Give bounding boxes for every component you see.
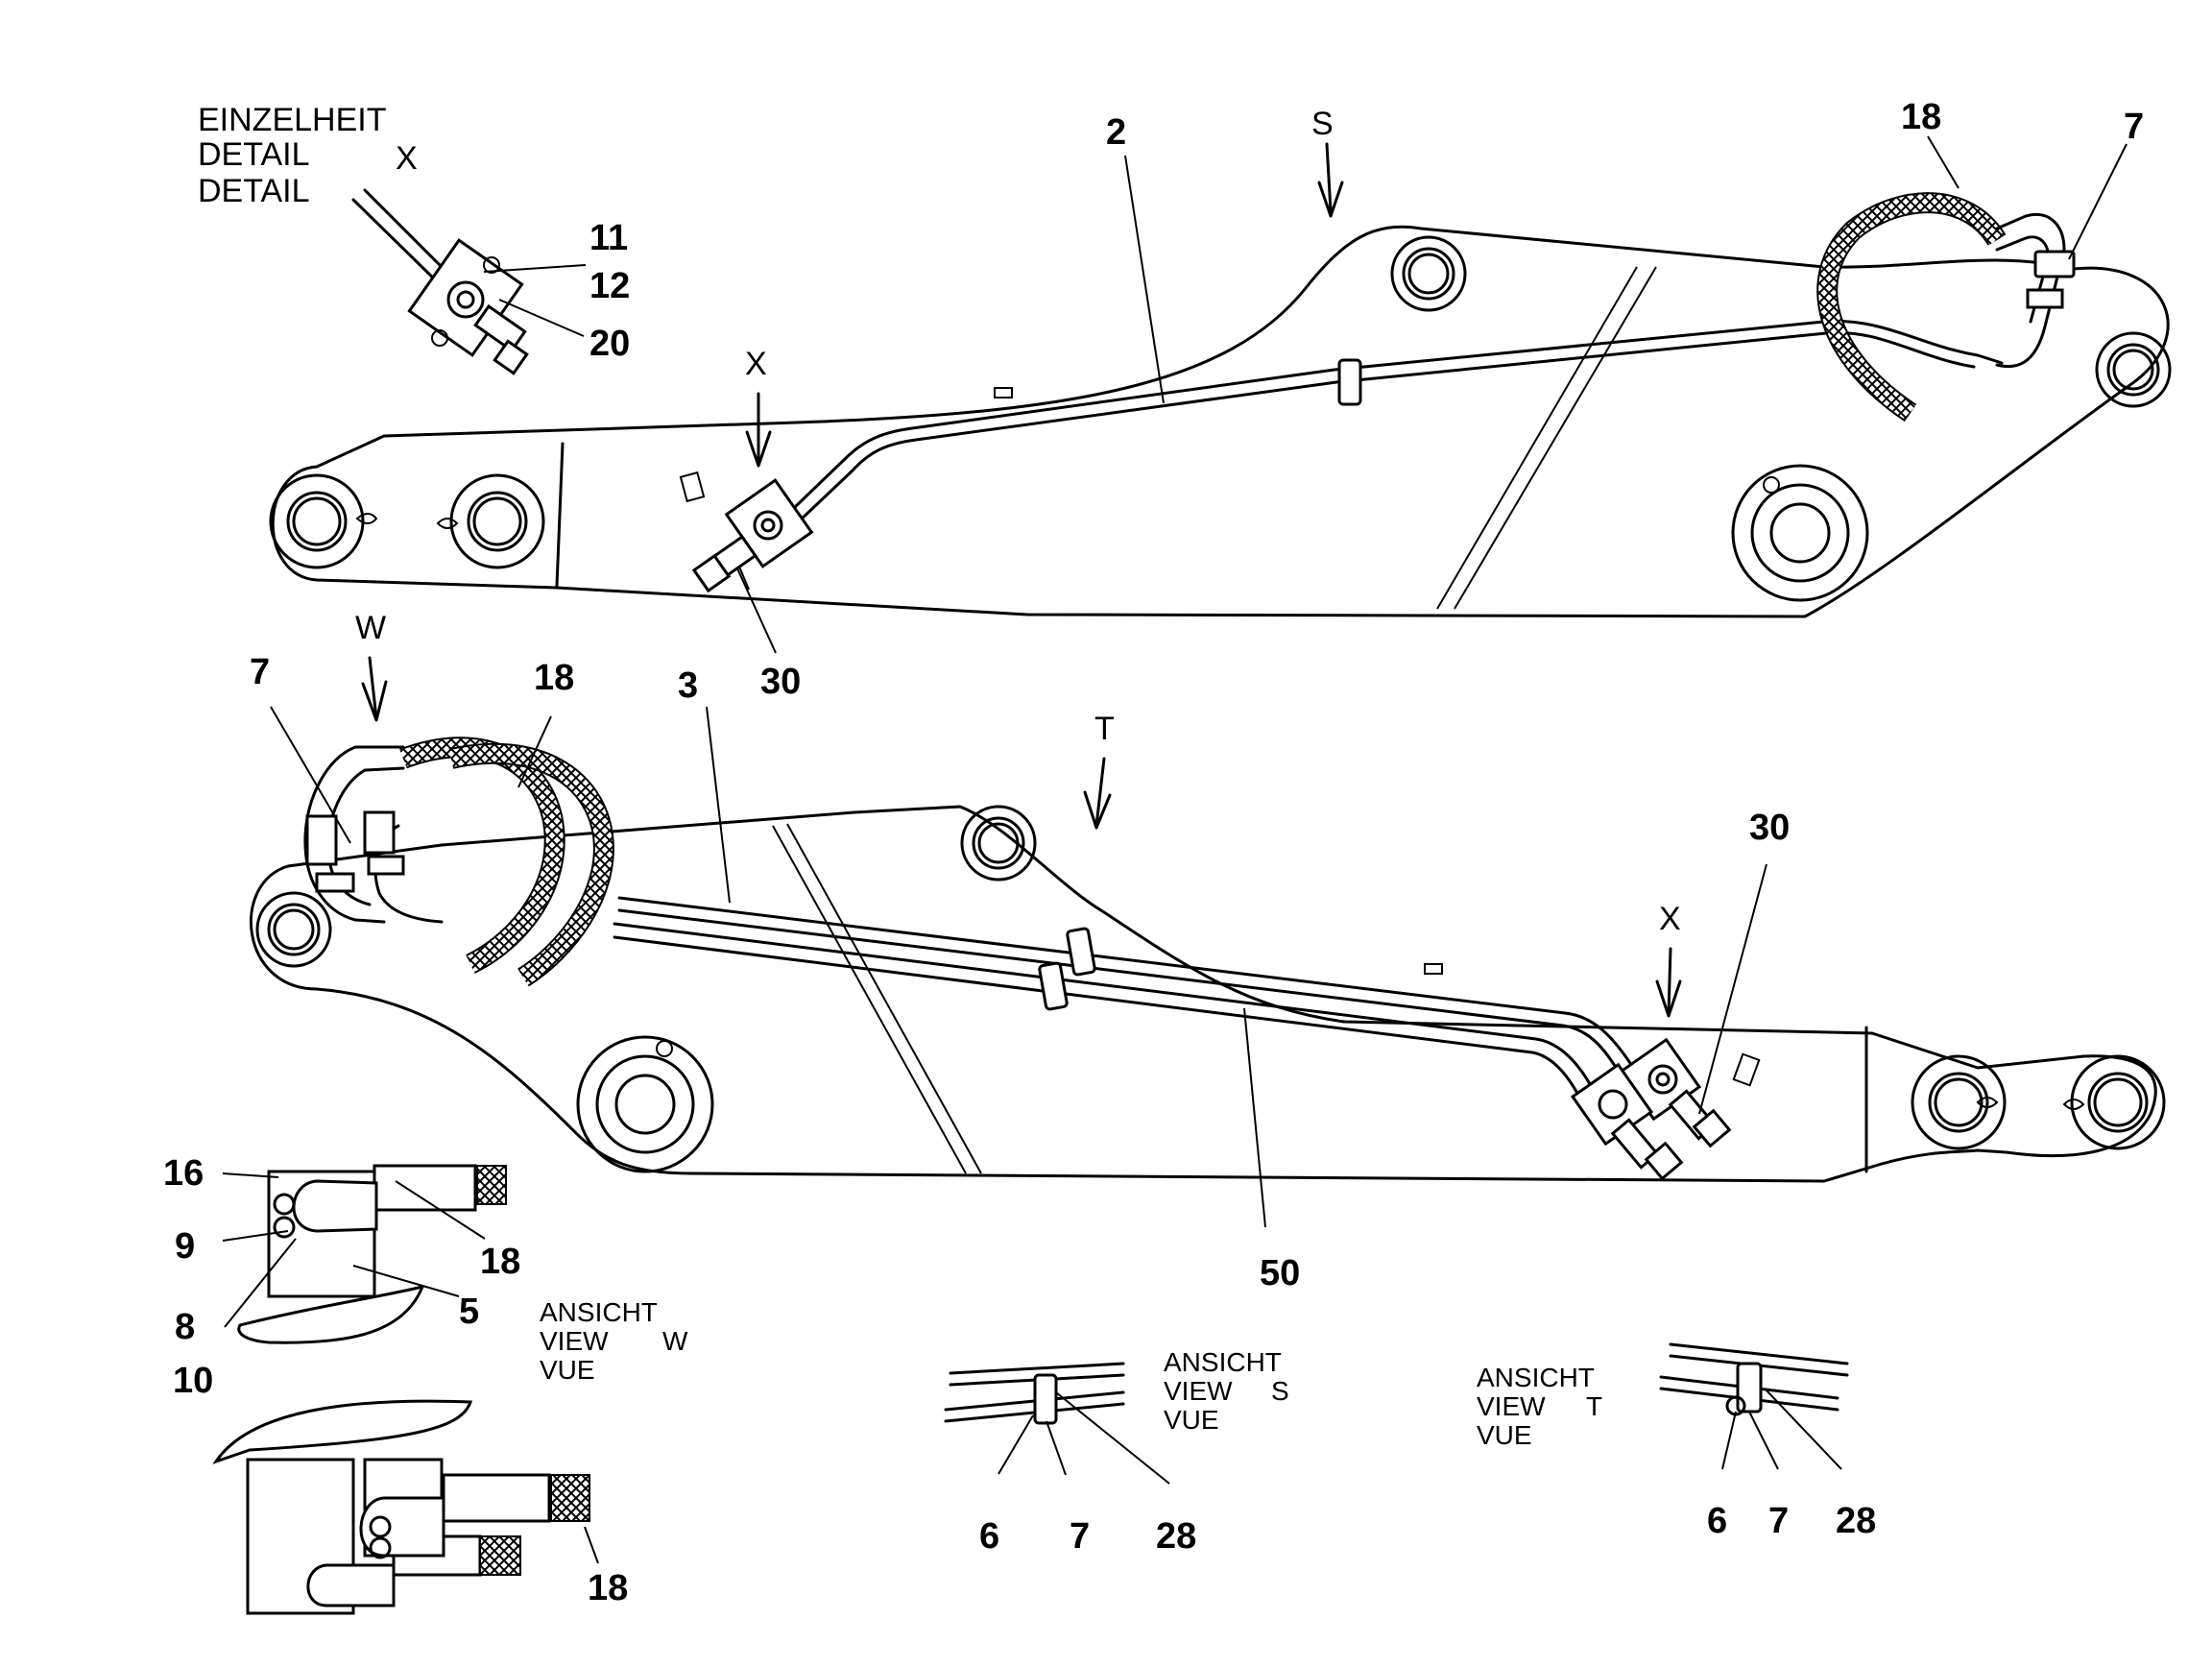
callout-7-top: 7 (2124, 107, 2144, 147)
callout-30-mid: 30 (1749, 808, 1790, 848)
detail-x-title-line3: DETAIL (198, 173, 310, 209)
detail-x-title-line2: DETAIL (198, 136, 310, 173)
view-s-marker: S (1271, 1376, 1289, 1406)
upper-valve-assembly (691, 478, 814, 593)
arrow-label-w: W (355, 610, 386, 646)
lower-valve-assembly (1570, 1037, 1732, 1181)
callout-18-mid: 18 (534, 658, 574, 698)
callout-20: 20 (589, 324, 630, 364)
view-w-title-line1: ANSICHT (540, 1297, 658, 1327)
view-w-marker: W (662, 1326, 688, 1356)
callout-18-w: 18 (480, 1242, 520, 1282)
callout-7-t: 7 (1768, 1501, 1789, 1541)
view-w-sketch-upper (237, 1164, 507, 1344)
arrow-label-x-bottom: X (1659, 901, 1681, 937)
view-s-title-line3: VUE (1164, 1405, 1219, 1435)
callout-5: 5 (459, 1292, 479, 1332)
lower-boom-arm (249, 737, 2166, 1183)
callout-50: 50 (1260, 1253, 1300, 1293)
callout-8: 8 (175, 1307, 195, 1347)
view-w-title-line2: VIEW (540, 1326, 609, 1356)
view-arrows (361, 142, 1682, 1018)
callout-28-t: 28 (1836, 1501, 1876, 1541)
callout-3: 3 (678, 665, 698, 706)
callout-2: 2 (1106, 112, 1126, 153)
callout-6-s: 6 (979, 1516, 999, 1557)
callout-11: 11 (589, 218, 628, 258)
callout-7-s: 7 (1070, 1516, 1090, 1557)
view-w-title-line3: VUE (540, 1355, 595, 1385)
view-t-sketch (1659, 1342, 1849, 1416)
callout-16: 16 (163, 1153, 204, 1194)
callout-18-top: 18 (1901, 97, 1941, 137)
callout-9: 9 (175, 1226, 195, 1267)
arrow-label-s: S (1311, 106, 1334, 142)
view-t-title-line2: VIEW (1477, 1391, 1546, 1421)
leader-lines (222, 135, 2128, 1564)
callout-30-top: 30 (760, 662, 801, 702)
view-s-sketch (944, 1362, 1125, 1425)
callout-12: 12 (589, 266, 630, 306)
callout-18-low: 18 (588, 1568, 628, 1608)
callout-28-s: 28 (1156, 1516, 1196, 1557)
upper-boom-arm (269, 192, 2172, 618)
callout-6-t: 6 (1707, 1501, 1727, 1541)
view-w-sketch-lower (212, 1399, 590, 1615)
view-s-title-line1: ANSICHT (1164, 1347, 1282, 1377)
view-s-title-line2: VIEW (1164, 1376, 1233, 1406)
detail-x-title-line1: EINZELHEIT (198, 102, 386, 138)
view-t-title-line3: VUE (1477, 1420, 1532, 1450)
callout-10: 10 (173, 1361, 213, 1401)
callout-7-mid: 7 (250, 652, 270, 692)
detail-x-marker: X (396, 140, 418, 177)
arrow-label-x-top: X (745, 346, 767, 382)
arrow-label-t: T (1094, 711, 1115, 747)
view-t-title-line1: ANSICHT (1477, 1363, 1595, 1392)
detail-x-drawing (351, 188, 529, 375)
view-t-marker: T (1586, 1391, 1602, 1421)
